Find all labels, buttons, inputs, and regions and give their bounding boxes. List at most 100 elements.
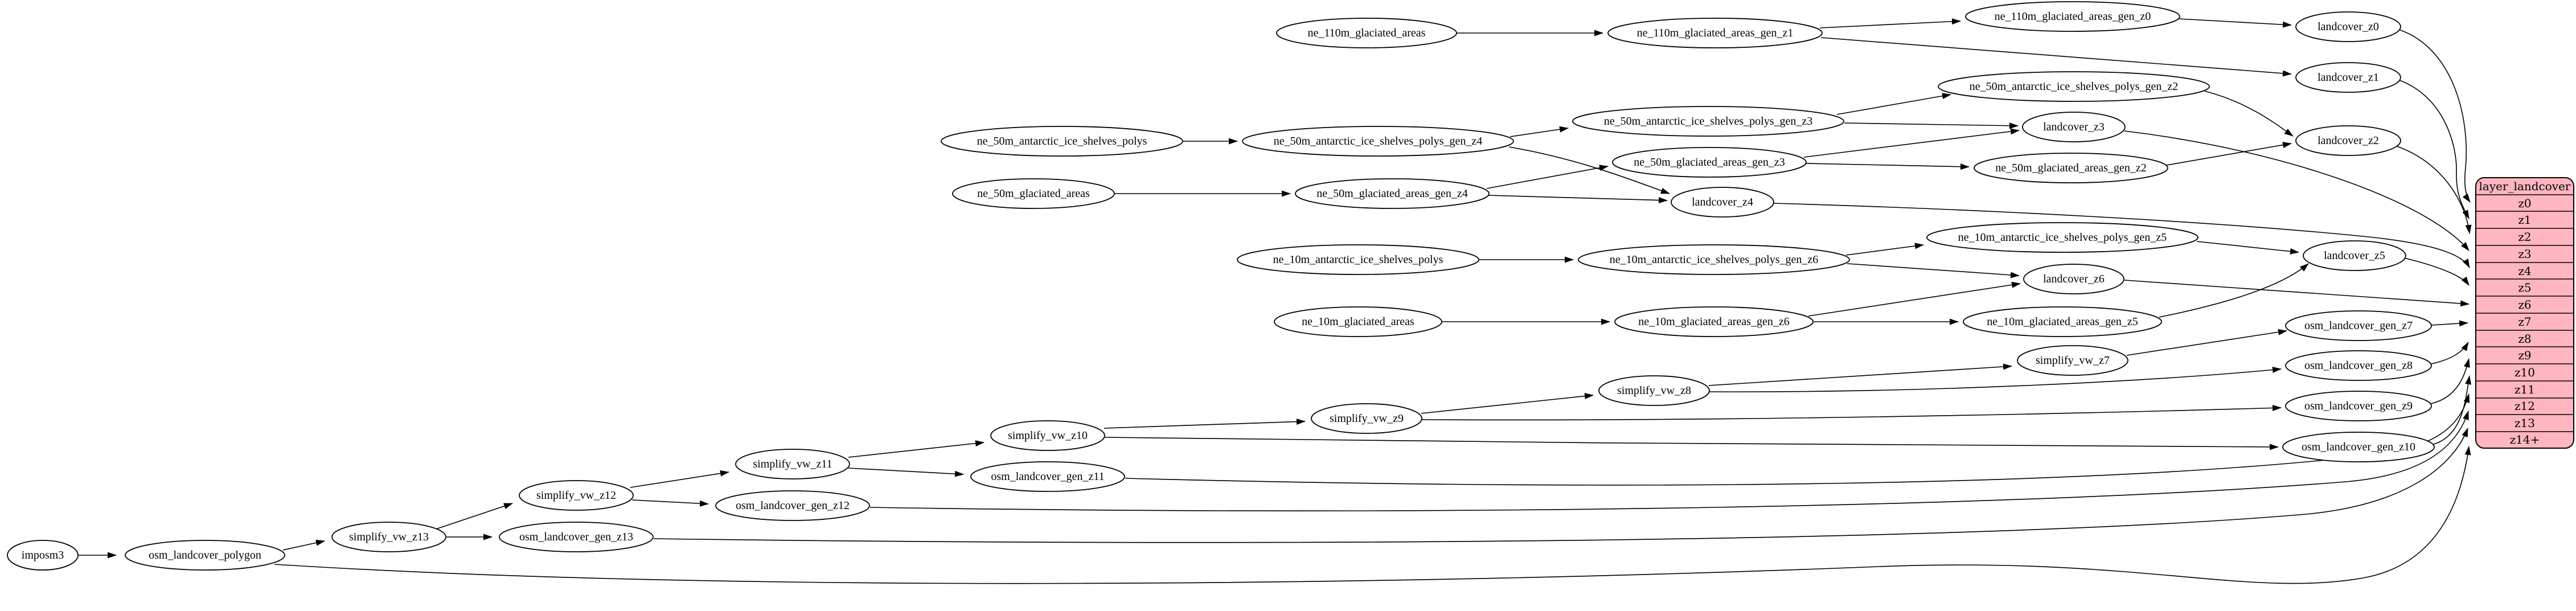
svg-text:osm_landcover_gen_z13: osm_landcover_gen_z13: [519, 531, 633, 543]
svg-text:ne_50m_antarctic_ice_shelves_p: ne_50m_antarctic_ice_shelves_polys_gen_z…: [1970, 80, 2179, 93]
edge-simplify_vw_z12--simplify_vw_z11: [630, 470, 729, 488]
table-row-z1: z1: [2518, 213, 2531, 227]
edge-ne_50m_glaciated_gen_z2--landcover_z2: [2166, 142, 2292, 166]
table-row-z0: z0: [2518, 196, 2531, 210]
node-landcover_z3: landcover_z3: [2022, 112, 2126, 142]
svg-text:osm_landcover_gen_z11: osm_landcover_gen_z11: [991, 470, 1104, 483]
svg-text:ne_50m_antarctic_ice_shelves_p: ne_50m_antarctic_ice_shelves_polys_gen_z…: [1604, 115, 1813, 128]
node-ne_50m_glaciated_areas_gen_z2: ne_50m_glaciated_areas_gen_z2: [1974, 153, 2168, 183]
node-ne_10m_glaciated_areas_gen_z6: ne_10m_glaciated_areas_gen_z6: [1614, 306, 1814, 337]
table-row-z8: z8: [2518, 332, 2531, 346]
node-simplify_vw_z8: simplify_vw_z8: [1598, 375, 1710, 406]
svg-text:landcover_z4: landcover_z4: [1692, 196, 1753, 208]
svg-text:ne_50m_glaciated_areas_gen_z2: ne_50m_glaciated_areas_gen_z2: [1995, 162, 2146, 174]
table-row-z7: z7: [2518, 315, 2531, 329]
edge-ne_10m_polys_gen_z6--gen_z5: [1845, 243, 1924, 256]
edge-landcover_z6--z6: [2124, 280, 2470, 307]
node-ne_10m_glaciated_areas_gen_z5: ne_10m_glaciated_areas_gen_z5: [1963, 306, 2162, 337]
table-title: layer_landcover: [2479, 179, 2571, 193]
edge-ne_50m_polys_gen_z2--landcover_z2: [2204, 91, 2294, 137]
table-row-z6: z6: [2518, 298, 2531, 311]
edge-ne_10m_glaciated_gen_z5--landcover_z5: [2159, 263, 2309, 318]
svg-text:simplify_vw_z10: simplify_vw_z10: [1008, 429, 1088, 442]
svg-text:simplify_vw_z7: simplify_vw_z7: [2036, 354, 2110, 367]
node-ne_50m_glaciated_areas: ne_50m_glaciated_areas: [952, 178, 1115, 209]
table-row-z12: z12: [2515, 399, 2535, 413]
node-simplify_vw_z10: simplify_vw_z10: [990, 420, 1105, 451]
node-landcover_z2: landcover_z2: [2295, 125, 2401, 156]
node-ne_10m_antarctic_ice_shelves_polys_gen_z6: ne_10m_antarctic_ice_shelves_polys_gen_z…: [1578, 244, 1850, 275]
node-ne_50m_antarctic_ice_shelves_polys: ne_50m_antarctic_ice_shelves_polys: [941, 126, 1183, 157]
node-ne_110m_glaciated_areas: ne_110m_glaciated_areas: [1276, 18, 1457, 48]
node-ne_110m_glaciated_areas_gen_z1: ne_110m_glaciated_areas_gen_z1: [1607, 18, 1823, 48]
edge-ne_50m_glaciated_gen_z3--gen_z2: [1806, 163, 1970, 170]
svg-text:osm_landcover_polygon: osm_landcover_polygon: [149, 549, 261, 561]
node-imposm3: imposm3: [7, 540, 79, 571]
svg-text:ne_50m_antarctic_ice_shelves_p: ne_50m_antarctic_ice_shelves_polys_gen_z…: [1274, 135, 1483, 147]
table-row-z10: z10: [2515, 366, 2535, 379]
table-row-z14plus: z14+: [2510, 433, 2540, 446]
svg-text:ne_10m_antarctic_ice_shelves_p: ne_10m_antarctic_ice_shelves_polys: [1273, 253, 1443, 266]
svg-text:ne_50m_glaciated_areas_gen_z4: ne_50m_glaciated_areas_gen_z4: [1316, 187, 1467, 200]
node-ne_110m_glaciated_areas_gen_z0: ne_110m_glaciated_areas_gen_z0: [1965, 1, 2180, 32]
node-simplify_vw_z9: simplify_vw_z9: [1311, 403, 1422, 434]
edge-landcover_z1--z1: [2399, 80, 2470, 219]
edge-osm_landcover_gen_z9--z9: [2430, 358, 2470, 404]
edge-landcover_z3--z3: [2124, 130, 2470, 251]
edge-ne_10m_polys_gen_z5--landcover_z5: [2196, 241, 2299, 255]
table-row-z5: z5: [2518, 281, 2531, 294]
node-osm_landcover_gen_z7: osm_landcover_gen_z7: [2285, 310, 2432, 341]
edge-simplify_vw_z12--osm_landcover_gen_z12: [631, 499, 709, 507]
edge-ne_50m_glaciated_gen_z4--gen_z3: [1486, 165, 1609, 189]
svg-text:landcover_z5: landcover_z5: [2324, 249, 2385, 262]
svg-text:ne_110m_glaciated_areas: ne_110m_glaciated_areas: [1308, 27, 1426, 39]
node-simplify_vw_z13: simplify_vw_z13: [331, 522, 446, 552]
edge-osm_landcover_gen_z10--z10: [2433, 375, 2472, 445]
edge-simplify_vw_z11--osm_landcover_gen_z11: [848, 468, 964, 477]
edge-simplify_vw_z11--simplify_vw_z10: [848, 440, 985, 458]
svg-text:ne_10m_glaciated_areas: ne_10m_glaciated_areas: [1302, 315, 1414, 328]
node-ne_10m_glaciated_areas: ne_10m_glaciated_areas: [1274, 306, 1442, 337]
edge-ne_50m_polys_gen_z4--landcover_z4: [1508, 146, 1670, 194]
svg-text:simplify_vw_z11: simplify_vw_z11: [753, 458, 832, 470]
node-ne_50m_antarctic_ice_shelves_polys_gen_z4: ne_50m_antarctic_ice_shelves_polys_gen_z…: [1242, 126, 1514, 157]
svg-text:landcover_z2: landcover_z2: [2317, 134, 2379, 147]
svg-text:osm_landcover_gen_z9: osm_landcover_gen_z9: [2304, 400, 2413, 412]
edge-ne_50m_polys_gen_z4--gen_z3: [1509, 126, 1569, 137]
edge-landcover_z2--z2: [2395, 145, 2472, 234]
node-osm_landcover_polygon: osm_landcover_polygon: [125, 540, 285, 571]
node-landcover_z4: landcover_z4: [1671, 187, 1774, 218]
edge-ne_10m_glaciated_gen_z6--landcover_z6: [1808, 281, 2021, 317]
svg-text:osm_landcover_gen_z12: osm_landcover_gen_z12: [736, 499, 850, 512]
svg-text:osm_landcover_gen_z7: osm_landcover_gen_z7: [2304, 319, 2413, 332]
node-landcover_z6: landcover_z6: [2023, 264, 2124, 294]
svg-text:simplify_vw_z12: simplify_vw_z12: [536, 489, 616, 502]
edge-landcover_z4--z4: [1773, 203, 2470, 268]
edge-osm_landcover_gen_z13--z13: [653, 428, 2468, 543]
node-ne_50m_glaciated_areas_gen_z3: ne_50m_glaciated_areas_gen_z3: [1612, 147, 1807, 178]
edge-landcover_z0--z0: [2398, 29, 2471, 203]
svg-text:landcover_z3: landcover_z3: [2043, 121, 2105, 133]
edge-osm_landcover_gen_z8--z8: [2431, 342, 2469, 364]
node-osm_landcover_gen_z12: osm_landcover_gen_z12: [715, 490, 870, 521]
node-ne_50m_antarctic_ice_shelves_polys_gen_z3: ne_50m_antarctic_ice_shelves_polys_gen_z…: [1572, 106, 1844, 137]
node-osm_landcover_gen_z11: osm_landcover_gen_z11: [970, 461, 1125, 492]
edge-osm_landcover_gen_z7--z7: [2431, 320, 2468, 327]
edge-ne_110m_gen_z0--landcover_z0: [2178, 18, 2292, 28]
svg-text:ne_50m_glaciated_areas: ne_50m_glaciated_areas: [977, 187, 1090, 200]
svg-text:simplify_vw_z13: simplify_vw_z13: [349, 531, 429, 543]
table-row-z13: z13: [2515, 416, 2535, 430]
node-landcover_z1: landcover_z1: [2295, 62, 2401, 93]
edge-simplify_vw_z7--osm_landcover_gen_z7: [2126, 329, 2287, 356]
edge-osm_landcover_gen_z12--z12: [869, 411, 2469, 511]
node-ne_50m_glaciated_areas_gen_z4: ne_50m_glaciated_areas_gen_z4: [1295, 178, 1490, 209]
nodes: imposm3 osm_landcover_polygon simplify_v…: [7, 1, 2435, 571]
table-row-z2: z2: [2518, 230, 2531, 244]
edge-ne_50m_polys_gen_z3--gen_z2: [1836, 93, 1951, 115]
edge-ne_50m_polys_gen_z3--landcover_z3: [1844, 122, 2019, 129]
svg-text:ne_10m_antarctic_ice_shelves_p: ne_10m_antarctic_ice_shelves_polys_gen_z…: [1610, 253, 1819, 266]
node-osm_landcover_gen_z9: osm_landcover_gen_z9: [2285, 391, 2432, 421]
svg-text:landcover_z6: landcover_z6: [2043, 273, 2105, 285]
